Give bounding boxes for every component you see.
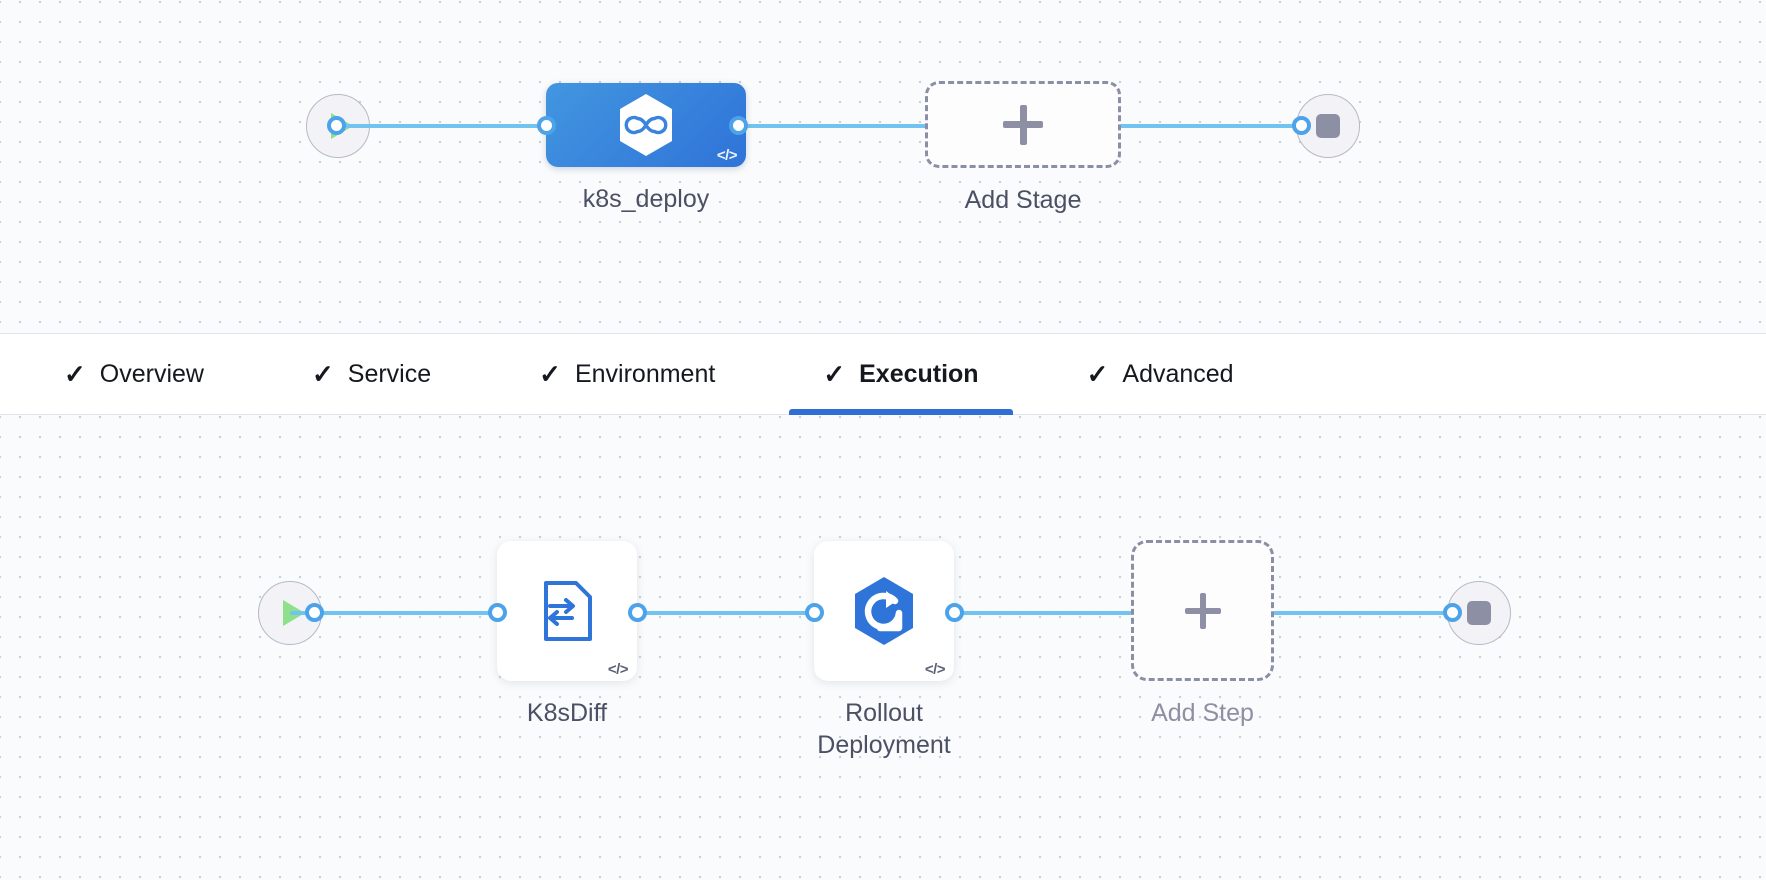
tab-service-label: Service xyxy=(347,359,432,388)
step-start-port[interactable] xyxy=(305,603,324,622)
link-addstage-to-end xyxy=(1112,124,1302,128)
link-start-to-k8sdiff xyxy=(290,611,500,615)
stop-icon xyxy=(1467,601,1491,625)
stage-node-label: k8s_deploy xyxy=(582,185,710,213)
tab-overview[interactable]: ✓ Overview xyxy=(30,334,238,414)
tab-service[interactable]: ✓ Service xyxy=(278,334,465,414)
step-node-label: Rollout Deployment xyxy=(817,699,951,759)
rollout-output-port[interactable] xyxy=(945,603,964,622)
link-start-to-k8sdeploy xyxy=(336,124,551,128)
step-end-port[interactable] xyxy=(1443,603,1462,622)
rollout-input-port[interactable] xyxy=(805,603,824,622)
tab-advanced-label: Advanced xyxy=(1122,359,1234,388)
stage-node-k8s-deploy-wrap: </> k8s_deploy xyxy=(546,83,746,215)
stage-node-input-port[interactable] xyxy=(537,116,556,135)
link-k8sdiff-to-rollout xyxy=(640,611,820,615)
execution-graph-canvas[interactable]: </> K8sDiff </> Rollout Deployment xyxy=(0,415,1766,880)
k8s-diff-document-icon xyxy=(538,580,596,642)
add-step-label: Add Step xyxy=(1151,699,1254,727)
add-step-wrap: Add Step xyxy=(1131,540,1274,729)
stage-node-k8s-deploy[interactable]: </> xyxy=(546,83,746,167)
stage-start-port[interactable] xyxy=(327,116,346,135)
plus-icon xyxy=(1184,592,1221,629)
plus-icon xyxy=(1003,104,1043,145)
check-icon: ✓ xyxy=(539,359,561,389)
stage-graph-canvas[interactable]: </> k8s_deploy Add Stage xyxy=(0,0,1766,333)
check-icon: ✓ xyxy=(1086,359,1109,389)
check-icon: ✓ xyxy=(64,359,86,389)
tab-advanced[interactable]: ✓ Advanced xyxy=(1053,334,1268,414)
code-view-icon[interactable]: </> xyxy=(924,661,946,678)
step-node-k8sdiff-wrap: </> K8sDiff xyxy=(497,541,637,729)
tab-execution[interactable]: ✓ Execution xyxy=(789,334,1013,415)
add-stage-label: Add Stage xyxy=(964,186,1082,214)
code-view-icon[interactable]: </> xyxy=(607,661,629,678)
stop-icon xyxy=(1316,114,1340,138)
add-stage-wrap: Add Stage xyxy=(925,81,1121,216)
step-node-rollout-wrap: </> Rollout Deployment xyxy=(814,541,954,761)
tab-environment[interactable]: ✓ Environment xyxy=(505,334,749,414)
step-node-k8sdiff[interactable]: </> xyxy=(497,541,637,681)
add-stage-button[interactable] xyxy=(925,81,1121,168)
link-k8sdeploy-to-addstage xyxy=(738,124,928,128)
tab-execution-label: Execution xyxy=(859,359,979,388)
tab-environment-label: Environment xyxy=(574,359,716,388)
stage-config-tabs[interactable]: ✓ Overview ✓ Service ✓ Environment ✓ Exe… xyxy=(0,333,1766,415)
stage-end-port[interactable] xyxy=(1292,116,1311,135)
rollout-hexagon-icon xyxy=(850,575,918,647)
add-step-button[interactable] xyxy=(1131,540,1274,681)
k8sdiff-input-port[interactable] xyxy=(488,603,507,622)
tab-overview-label: Overview xyxy=(99,359,204,388)
step-node-label: K8sDiff xyxy=(526,699,608,727)
check-icon: ✓ xyxy=(311,359,334,389)
check-icon: ✓ xyxy=(823,359,846,389)
code-view-icon[interactable]: </> xyxy=(716,147,738,164)
link-rollout-to-addstep xyxy=(960,611,1135,615)
k8sdiff-output-port[interactable] xyxy=(628,603,647,622)
harness-hexagon-icon xyxy=(617,93,675,157)
step-node-rollout-deployment[interactable]: </> xyxy=(814,541,954,681)
link-addstep-to-end xyxy=(1273,611,1453,615)
stage-node-output-port[interactable] xyxy=(729,116,748,135)
